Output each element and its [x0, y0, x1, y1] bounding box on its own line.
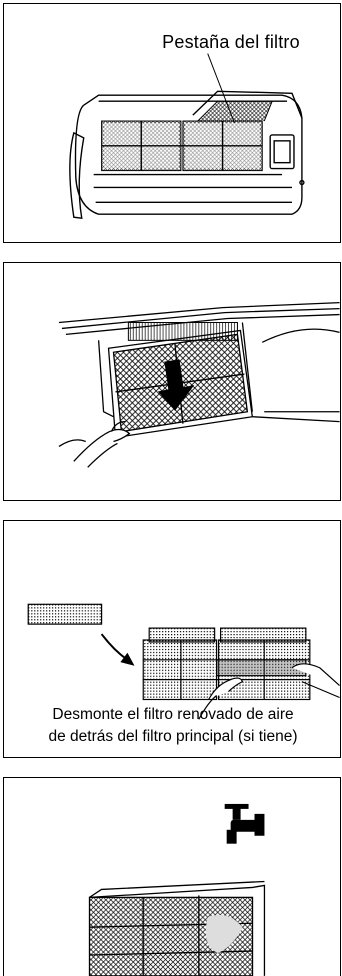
- caption-line-2: de detrás del filtro principal (si tiene…: [48, 728, 298, 745]
- air-renewal-filter-illustration: [27, 603, 340, 720]
- indoor-unit-open-illustration: [69, 53, 305, 220]
- filter-washing-illustration: [88, 803, 266, 976]
- step-panel-wash-filter: [3, 777, 341, 976]
- step-panel-remove-air-renewal-filter: Desmonte el filtro renovado de aire de d…: [3, 520, 341, 758]
- step-panel-pull-filter-down: [3, 262, 341, 501]
- filter-removal-illustration: [58, 302, 340, 468]
- caption-line-1: Desmonte el filtro renovado de aire: [52, 706, 294, 723]
- step-panel-open-front-cover: Pestaña del filtro: [3, 3, 341, 243]
- filter-tab-label: Pestaña del filtro: [162, 32, 300, 52]
- water-tap-icon: [224, 803, 265, 844]
